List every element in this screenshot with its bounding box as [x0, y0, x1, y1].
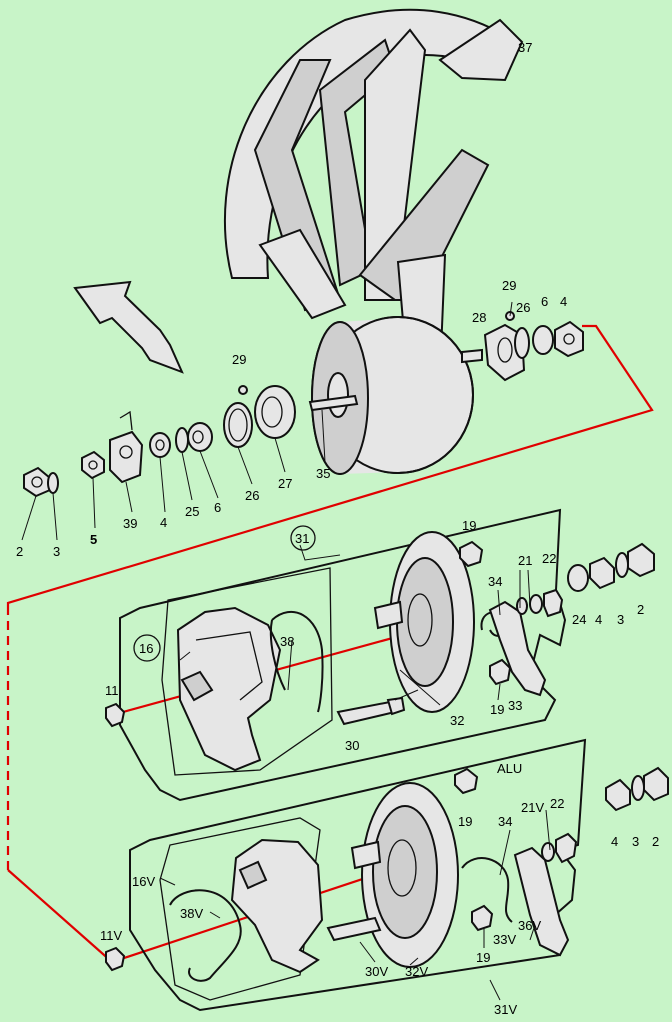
- label-alu: ALU: [497, 761, 522, 776]
- nut-5: [81, 450, 105, 480]
- label-21: 21: [518, 553, 532, 568]
- part-labels: 2 3 5 39 4 25 6 26 27 35 29 37 29 26 6 4…: [16, 40, 659, 1017]
- callout-circle-31: [290, 525, 316, 551]
- panel-31v-outline: [129, 738, 587, 1012]
- axle-left-hardware: [23, 385, 296, 498]
- ring-26a: [223, 402, 253, 448]
- ball-29a: [238, 385, 248, 395]
- label-26-right: 26: [516, 300, 530, 315]
- label-16: 16: [139, 641, 153, 656]
- label-25: 25: [185, 504, 199, 519]
- nut-4b: [554, 320, 584, 358]
- washer-3a: [47, 472, 59, 494]
- nut-2a: [23, 466, 51, 498]
- label-4-alu: 4: [611, 834, 618, 849]
- label-32v: 32V: [405, 964, 428, 979]
- label-28: 28: [472, 310, 486, 325]
- label-22: 22: [542, 551, 556, 566]
- label-38: 38: [280, 634, 294, 649]
- label-21v: 21V: [521, 800, 544, 815]
- label-4: 4: [160, 515, 167, 530]
- label-37: 37: [518, 40, 532, 55]
- label-29: 29: [232, 352, 246, 367]
- label-35: 35: [316, 466, 330, 481]
- label-22-alu: 22: [550, 796, 564, 811]
- label-2: 2: [16, 544, 23, 559]
- label-36v: 36V: [518, 918, 541, 933]
- washer-25: [175, 427, 189, 453]
- ring-26b: [514, 327, 530, 359]
- label-3: 3: [53, 544, 60, 559]
- spacer-4a: [149, 432, 171, 458]
- leader-lines: [21, 301, 551, 1001]
- label-16v: 16V: [132, 874, 155, 889]
- label-34-alu: 34: [498, 814, 512, 829]
- label-4-right: 4: [560, 294, 567, 309]
- cam-39: [109, 410, 144, 484]
- label-5: 5: [90, 532, 97, 547]
- bearing-6a: [187, 422, 213, 452]
- bearing-6b: [532, 325, 554, 355]
- label-11: 11: [105, 683, 119, 698]
- label-19-alu-low: 19: [476, 950, 490, 965]
- label-29-right: 29: [502, 278, 516, 293]
- panel-31v-right-nuts: [605, 766, 669, 812]
- label-32: 32: [450, 713, 464, 728]
- label-19-mid: 19: [490, 702, 504, 717]
- label-30v: 30V: [365, 964, 388, 979]
- label-31: 31: [295, 531, 309, 546]
- callout-circle-16: [133, 634, 161, 662]
- label-26: 26: [245, 488, 259, 503]
- panel-31-parts: [105, 531, 564, 772]
- bearing-28: [483, 323, 526, 382]
- label-2-alu: 2: [652, 834, 659, 849]
- label-2-r31: 2: [637, 602, 644, 617]
- label-3-alu: 3: [632, 834, 639, 849]
- label-27: 27: [278, 476, 292, 491]
- label-31v: 31V: [494, 1002, 517, 1017]
- panel-31v-parts: [105, 767, 578, 982]
- label-39: 39: [123, 516, 137, 531]
- label-33: 33: [508, 698, 522, 713]
- label-4-r31: 4: [595, 612, 602, 627]
- label-19-alu: 19: [458, 814, 472, 829]
- label-34: 34: [488, 574, 502, 589]
- label-24: 24: [572, 612, 586, 627]
- wheel-hub-35: [308, 316, 483, 475]
- direction-arrow-icon: [73, 280, 184, 374]
- label-3-r31: 3: [617, 612, 624, 627]
- label-6-right: 6: [541, 294, 548, 309]
- label-38v: 38V: [180, 906, 203, 921]
- label-19-top: 19: [462, 518, 476, 533]
- label-11v: 11V: [100, 928, 122, 943]
- label-33v: 33V: [493, 932, 516, 947]
- panel-31-right-nuts: [567, 542, 655, 592]
- bearing-27: [254, 385, 296, 439]
- axle-right-hardware: [483, 311, 584, 382]
- label-6: 6: [214, 500, 221, 515]
- label-30: 30: [345, 738, 359, 753]
